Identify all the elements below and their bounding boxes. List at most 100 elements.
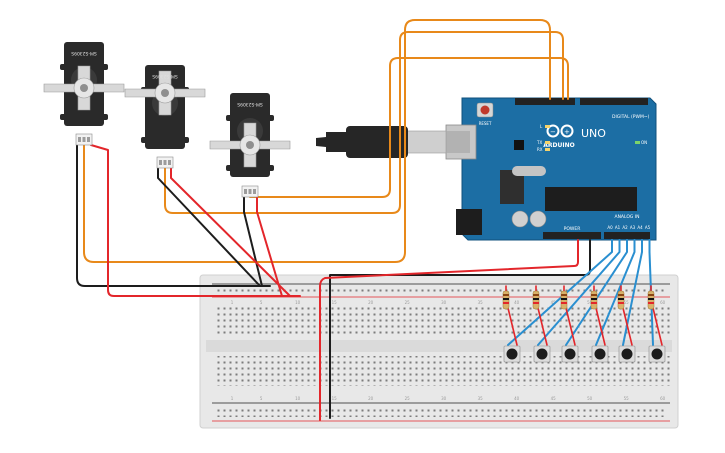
ground-wire-servo-2 xyxy=(157,167,261,287)
component-leads xyxy=(505,285,663,346)
column-number: 5 xyxy=(260,396,263,401)
svg-text:+: + xyxy=(564,128,570,136)
column-number: 50 xyxy=(587,396,593,401)
led-l-label: L xyxy=(540,124,543,129)
column-number: 55 xyxy=(624,300,630,305)
column-number: 30 xyxy=(441,300,447,305)
resistor-lead xyxy=(595,307,606,346)
resistor xyxy=(532,290,540,310)
resistor xyxy=(502,290,510,310)
reset-label: RESET xyxy=(479,121,492,126)
analog-pin-label: A0 xyxy=(607,225,613,230)
servo-2: SM-S2309S xyxy=(124,65,206,169)
pushbutton[interactable] xyxy=(618,345,636,363)
analog-wire xyxy=(595,239,636,346)
led-on xyxy=(635,141,640,144)
capacitor xyxy=(511,210,529,228)
column-number: 40 xyxy=(514,300,520,305)
column-number: 40 xyxy=(514,396,520,401)
resistor-lead xyxy=(537,307,548,346)
wires xyxy=(76,19,663,421)
column-number: 1 xyxy=(231,396,234,401)
analog-pin-label: A4 xyxy=(637,225,643,230)
column-number: 45 xyxy=(551,396,557,401)
column-number: 60 xyxy=(660,396,666,401)
signal-wire-servo-1 xyxy=(83,19,551,263)
column-number: 50 xyxy=(587,300,593,305)
column-number: 20 xyxy=(368,300,374,305)
analog-wire xyxy=(565,239,628,346)
resistor xyxy=(560,290,568,310)
resistor xyxy=(647,290,655,310)
column-number: 15 xyxy=(332,300,338,305)
analog-pin-label: A5 xyxy=(645,225,651,230)
led-tx-label: TX xyxy=(536,140,542,145)
servo-1: SM-S2309S xyxy=(43,42,125,146)
column-number: 20 xyxy=(368,396,374,401)
power-rail-bottom xyxy=(216,408,664,417)
digital-header-right xyxy=(580,98,648,105)
svg-text:−: − xyxy=(550,128,556,136)
analog-pin-label: A1 xyxy=(615,225,621,230)
pushbutton[interactable] xyxy=(561,345,579,363)
small-chip xyxy=(514,140,524,150)
servo-3: SM-S2309S xyxy=(209,93,291,198)
dc-jack xyxy=(456,209,482,235)
signal-wire-servo-3 xyxy=(249,57,569,198)
signal-wire-servo-2 xyxy=(164,31,564,214)
pushbutton[interactable] xyxy=(648,345,666,363)
model-label: UNO xyxy=(581,127,606,140)
terminal-block-top xyxy=(214,306,670,336)
reset-icon xyxy=(480,105,490,115)
power-rail-top xyxy=(216,287,664,295)
column-number: 25 xyxy=(405,396,411,401)
analog-header xyxy=(604,232,650,239)
resistor xyxy=(617,290,625,310)
column-number: 10 xyxy=(295,396,301,401)
analog-wire xyxy=(537,239,621,346)
analog-label: ANALOG IN xyxy=(614,214,639,220)
column-number: 60 xyxy=(660,300,666,305)
led-l xyxy=(545,125,550,128)
power-label: POWER xyxy=(564,226,581,232)
analog-wire xyxy=(622,239,643,346)
analog-wire xyxy=(507,239,613,346)
usb-cable xyxy=(316,126,447,158)
pushbutton[interactable] xyxy=(591,345,609,363)
column-number: 35 xyxy=(478,396,484,401)
capacitor xyxy=(529,210,547,228)
power-header xyxy=(543,232,601,239)
power-wire-servo-3 xyxy=(256,196,283,297)
column-number: 25 xyxy=(405,300,411,305)
power-wire-servo-2 xyxy=(170,167,291,297)
center-channel xyxy=(206,340,672,352)
power-wire-arduino xyxy=(319,239,579,421)
arduino-logo: − + xyxy=(546,124,574,138)
column-number: 45 xyxy=(551,300,557,305)
analog-pin-label: A2 xyxy=(622,225,628,230)
column-number: 5 xyxy=(260,300,263,305)
analog-wires xyxy=(507,239,654,346)
resistor-lead xyxy=(507,307,518,346)
column-number: 10 xyxy=(295,300,301,305)
brand-label: ARDUINO xyxy=(543,142,574,149)
ground-wire-servo-1 xyxy=(76,144,271,287)
pushbutton[interactable] xyxy=(503,345,521,363)
resistor-lead xyxy=(565,307,576,346)
resistor-lead xyxy=(652,307,663,346)
resistor xyxy=(590,290,598,310)
pushbutton[interactable] xyxy=(533,345,551,363)
digital-header-left xyxy=(515,98,575,105)
atmega-chip xyxy=(545,187,637,211)
analog-wire xyxy=(648,239,654,346)
led-tx xyxy=(545,141,550,144)
digital-label: DIGITAL (PWM~) xyxy=(612,114,650,120)
led-on-label: ON xyxy=(641,140,647,145)
arduino-uno: RESET − + ARDUINO UNO DIGITAL (PWM~) L T… xyxy=(445,97,657,241)
column-number: 55 xyxy=(624,396,630,401)
column-number: 30 xyxy=(441,396,447,401)
resistor-lead xyxy=(622,307,633,346)
